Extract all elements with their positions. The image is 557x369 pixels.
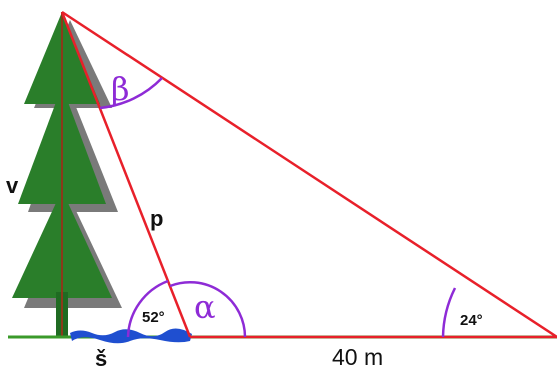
- label-beta: β: [111, 70, 130, 108]
- label-angle-52: 52°: [142, 309, 165, 326]
- label-alpha: α: [194, 288, 216, 326]
- label-river: š: [95, 346, 107, 369]
- arc-alpha: [169, 281, 247, 338]
- line-top-to-near: [60, 11, 192, 338]
- river: [70, 328, 192, 344]
- arc-52: [126, 279, 169, 338]
- triangle: [60, 10, 557, 339]
- label-height: v: [6, 173, 19, 198]
- angle-arcs: [99, 77, 457, 338]
- line-top-to-far: [61, 10, 557, 339]
- arc-beta: [99, 77, 163, 110]
- label-p: p: [150, 206, 163, 231]
- arc-24: [441, 287, 457, 338]
- label-angle-24: 24°: [460, 312, 483, 329]
- label-distance: 40 m: [332, 344, 383, 369]
